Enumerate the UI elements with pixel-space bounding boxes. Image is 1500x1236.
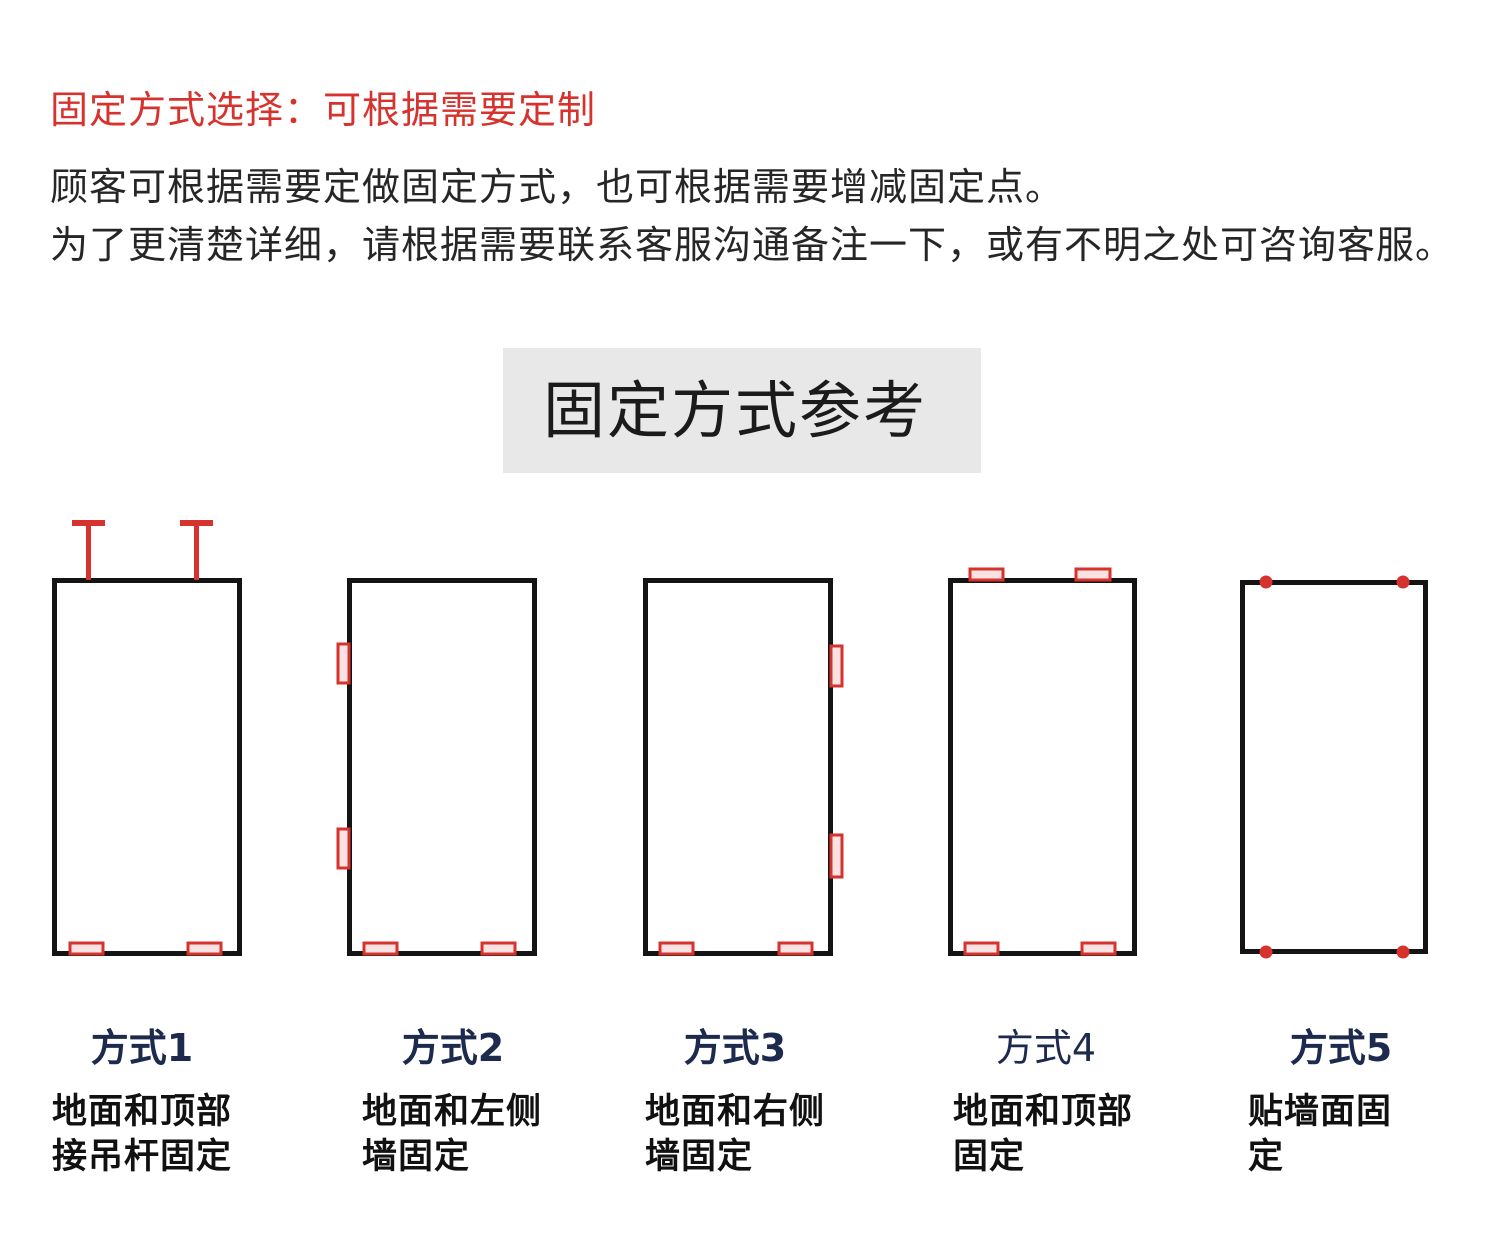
cabinet-frame (643, 578, 833, 956)
intro-line: 顾客可根据需要定做固定方式，也可根据需要增减固定点。 (50, 165, 1065, 209)
cabinet-frame (948, 578, 1137, 956)
cabinet-frame (1240, 580, 1428, 954)
method-description-line: 固定 (953, 1137, 1026, 1177)
top-bracket (1074, 567, 1112, 582)
method-description-line: 定 (1248, 1137, 1285, 1177)
wall-fixing-point (1259, 575, 1273, 589)
method-description-line: 地面和顶部 (953, 1092, 1134, 1132)
hanger-rod (180, 520, 213, 580)
method-description-line: 墙固定 (645, 1137, 754, 1177)
cabinet-frame (347, 578, 537, 956)
wall-fixing-point (1259, 945, 1273, 959)
method-label: 方式3 (683, 1026, 787, 1070)
right-wall-bracket (829, 833, 844, 879)
floor-bracket (963, 941, 1000, 956)
method-description-line: 墙固定 (362, 1137, 471, 1177)
method-description-line: 贴墙面固 (1248, 1092, 1393, 1132)
floor-bracket (480, 941, 517, 956)
method-label: 方式4 (995, 1026, 1097, 1070)
method-label: 方式2 (401, 1026, 505, 1070)
method-description-line: 接吊杆固定 (52, 1137, 233, 1177)
method-description-line: 地面和顶部 (52, 1092, 233, 1132)
hanger-rod-stem (194, 520, 199, 580)
left-wall-bracket (336, 827, 351, 870)
floor-bracket (1080, 941, 1117, 956)
floor-bracket (68, 941, 105, 956)
diagram-method-4 (948, 567, 1137, 956)
diagram-method-2 (336, 578, 537, 956)
floor-bracket (186, 941, 223, 956)
method-label: 方式5 (1289, 1026, 1393, 1070)
floor-bracket (658, 941, 695, 956)
wall-fixing-point (1396, 945, 1410, 959)
diagram-method-5 (1240, 575, 1428, 959)
cabinet-frame (52, 578, 242, 956)
page-heading: 固定方式选择：可根据需要定制 (50, 88, 597, 132)
intro-line: 为了更清楚详细，请根据需要联系客服沟通备注一下，或有不明之处可咨询客服。 (50, 223, 1455, 267)
diagram-method-1 (52, 520, 242, 956)
floor-bracket (777, 941, 814, 956)
wall-fixing-point (1396, 575, 1410, 589)
method-description: 地面和顶部 固定 (953, 1090, 1133, 1180)
method-description-line: 地面和右侧 (645, 1092, 826, 1132)
method-label: 方式1 (90, 1026, 194, 1070)
reference-title: 固定方式参考 (542, 373, 927, 447)
method-description: 地面和左侧 墙固定 (362, 1090, 542, 1180)
hanger-rod (72, 520, 105, 580)
reference-title-box: 固定方式参考 (503, 348, 981, 473)
left-wall-bracket (336, 642, 351, 685)
hanger-rod-stem (86, 520, 91, 580)
method-description: 地面和顶部 接吊杆固定 (52, 1090, 232, 1180)
right-wall-bracket (829, 644, 844, 688)
diagram-method-3 (643, 578, 844, 956)
floor-bracket (362, 941, 399, 956)
method-description: 贴墙面固 定 (1248, 1090, 1392, 1180)
method-description-line: 地面和左侧 (362, 1092, 543, 1132)
top-bracket (968, 567, 1005, 582)
method-description: 地面和右侧 墙固定 (645, 1090, 825, 1180)
